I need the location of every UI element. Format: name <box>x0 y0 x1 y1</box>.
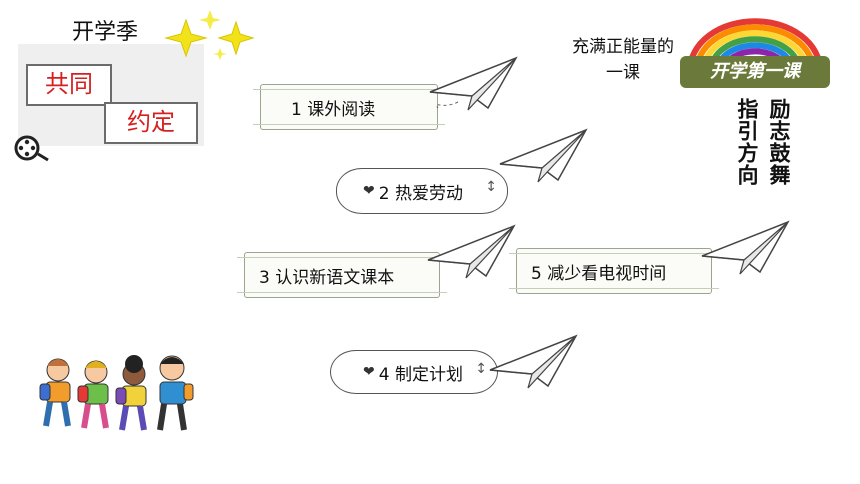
kids-illustration <box>39 355 194 431</box>
heart-icon: ❤ <box>363 183 375 199</box>
agreement-item-2: ❤ 2 热爱劳动 ↕ <box>336 168 508 214</box>
paper-plane-icon <box>429 56 518 111</box>
season-title: 开学季 <box>72 20 139 45</box>
slogan-direction: 指引方向 <box>735 98 759 186</box>
up-down-arrow-icon: ↕ <box>485 179 497 195</box>
sparkle-star-icon <box>164 10 255 60</box>
agreement-item-label: 2 热爱劳动 <box>378 183 463 204</box>
agreement-item-5: 5 减少看电视时间 <box>509 248 719 294</box>
up-down-arrow-icon: ↕ <box>475 361 487 377</box>
agreement-item-label: 5 减少看电视时间 <box>531 263 667 284</box>
paper-plane-icon <box>701 220 790 275</box>
tag-agreement: 约定 <box>104 102 198 144</box>
paper-plane-icon <box>499 128 588 183</box>
agreement-item-label: 3 认识新语文课本 <box>259 267 395 288</box>
agreement-item-4: ❤ 4 制定计划 ↕ <box>330 350 498 394</box>
heart-icon: ❤ <box>363 364 375 380</box>
lesson-title: 充满正能量的一课 <box>572 37 674 83</box>
tag-together: 共同 <box>26 64 112 106</box>
agreement-item-label: 1 课外阅读 <box>291 99 376 120</box>
logo-text: 开学第一课 <box>680 56 830 88</box>
paper-plane-icon <box>427 224 516 279</box>
agreement-item-1: 1 课外阅读 <box>253 84 445 130</box>
film-reel-icon <box>14 135 49 162</box>
agreement-item-3: 3 认识新语文课本 <box>237 252 447 298</box>
rainbow-logo: 开学第一课 <box>680 12 830 88</box>
paper-plane-icon <box>489 334 578 389</box>
agreement-item-label: 4 制定计划 <box>378 364 463 385</box>
slogan-encourage: 励志鼓舞 <box>767 98 791 186</box>
